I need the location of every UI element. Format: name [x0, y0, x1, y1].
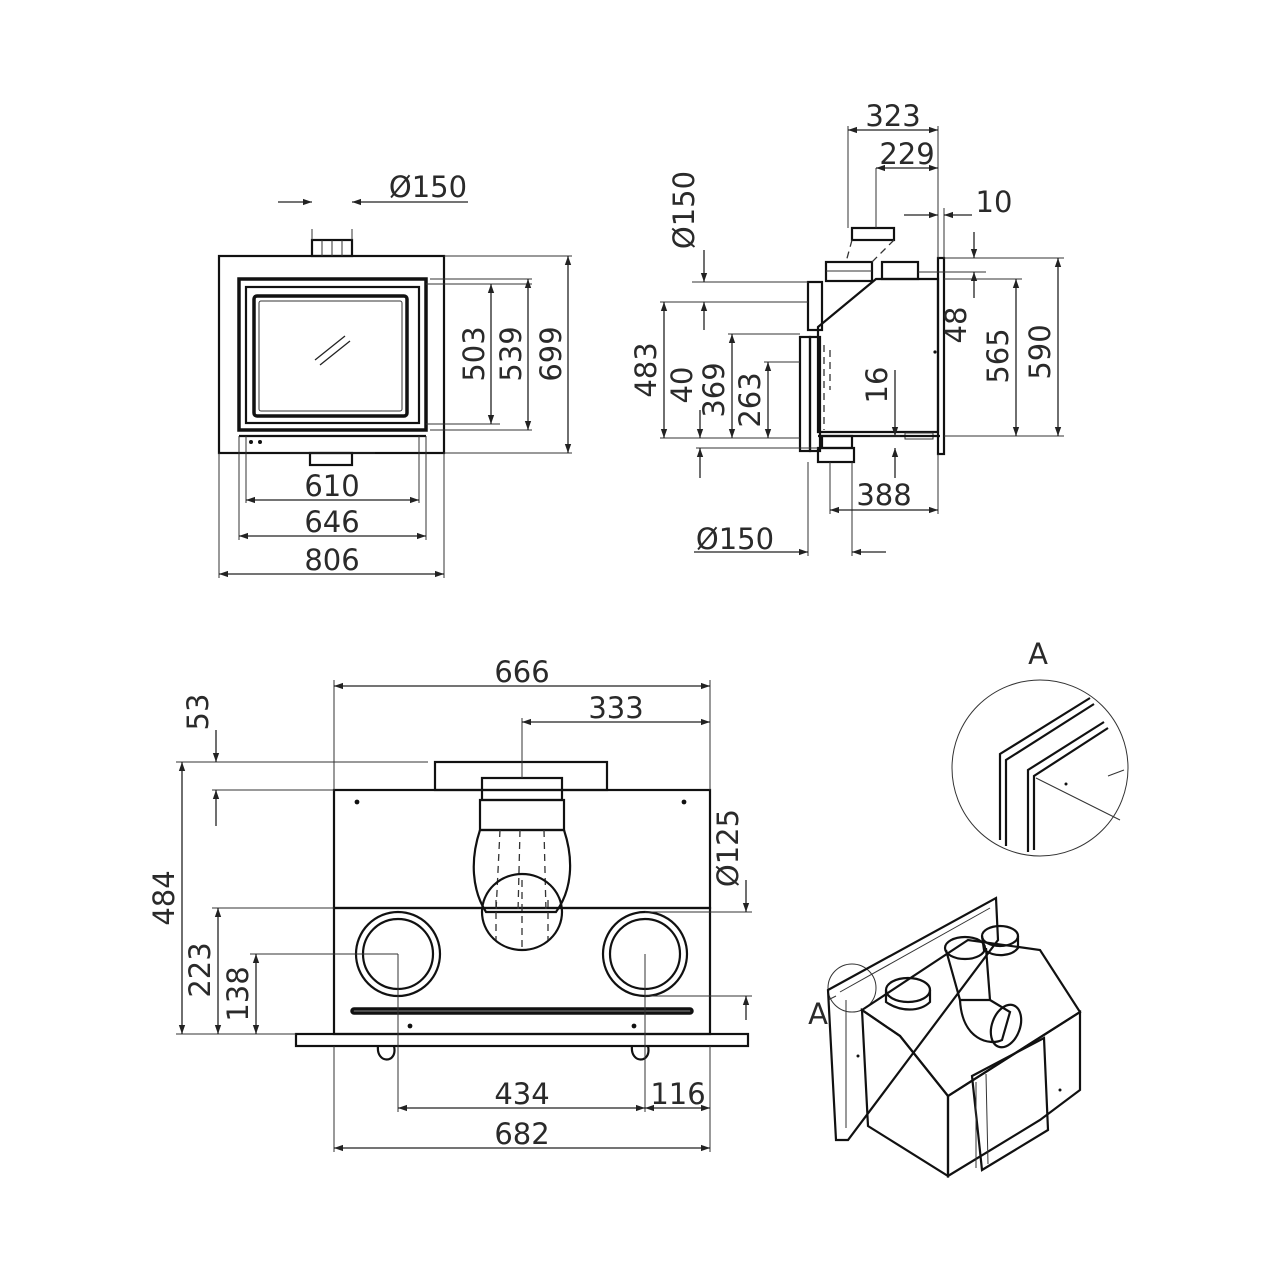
front-bottom-flue [308, 451, 354, 467]
top-body-upper [332, 788, 712, 910]
top-682-label: 682 [494, 1117, 549, 1151]
iso-a-marker: A [808, 997, 828, 1031]
top-484-label: 484 [147, 870, 181, 925]
top-333-label: 333 [588, 691, 643, 725]
side-front-plate [936, 256, 946, 456]
side-229-label: 229 [879, 137, 934, 171]
side-369-label: 369 [697, 362, 731, 417]
side-flue-dia-vertical-label: Ø150 [667, 171, 701, 249]
side-view: 323 229 10 Ø150 483 40 369 263 [629, 99, 1064, 556]
front-glass [252, 294, 409, 418]
top-flue-elbow [480, 872, 564, 952]
top-223-label: 223 [183, 942, 217, 997]
front-h-539-label: 539 [494, 326, 528, 381]
side-483-label: 483 [629, 342, 663, 397]
top-434-label: 434 [494, 1077, 549, 1111]
detail-a-circle [951, 679, 1129, 857]
side-590-label: 590 [1023, 324, 1057, 379]
side-323-label: 323 [865, 99, 920, 133]
front-view: Ø150 503 539 699 610 646 806 [217, 170, 572, 578]
top-outlet-dia-label: Ø125 [711, 809, 745, 887]
side-48-label: 48 [939, 307, 973, 344]
iso-body-top [860, 938, 1082, 1098]
side-263-label: 263 [733, 372, 767, 427]
top-138-label: 138 [221, 966, 255, 1021]
top-116-label: 116 [650, 1077, 705, 1111]
detail-a: A [951, 637, 1129, 857]
front-h-503-label: 503 [457, 326, 491, 381]
front-door-inner [244, 285, 421, 425]
top-53-label: 53 [181, 694, 215, 731]
side-565-label: 565 [981, 328, 1015, 383]
front-w-610-label: 610 [304, 469, 359, 503]
front-h-699-label: 699 [534, 326, 568, 381]
front-w-646-label: 646 [304, 505, 359, 539]
detail-a-label: A [1028, 637, 1048, 671]
side-flue-dia-bottom-label: Ø150 [696, 522, 774, 556]
side-body [816, 277, 940, 434]
top-collar-plate [433, 760, 609, 792]
top-front-plate [294, 1032, 750, 1048]
iso-flue [943, 935, 987, 961]
front-door-outer [237, 277, 428, 432]
front-flue-dia-label: Ø150 [389, 170, 467, 204]
side-40-label: 40 [665, 367, 699, 404]
iso-side-box [970, 1036, 1050, 1172]
side-bottom-flue [816, 446, 856, 464]
side-388-label: 388 [856, 478, 911, 512]
front-w-806-label: 806 [304, 543, 359, 577]
isometric-view: A [808, 896, 1082, 1178]
top-body-lower [332, 906, 712, 1036]
side-10-label: 10 [976, 185, 1013, 219]
top-view: 666 333 53 484 223 138 Ø125 [147, 655, 752, 1152]
iso-front-plate [826, 896, 1000, 1142]
side-16-label: 16 [860, 367, 894, 404]
top-666-label: 666 [494, 655, 549, 689]
